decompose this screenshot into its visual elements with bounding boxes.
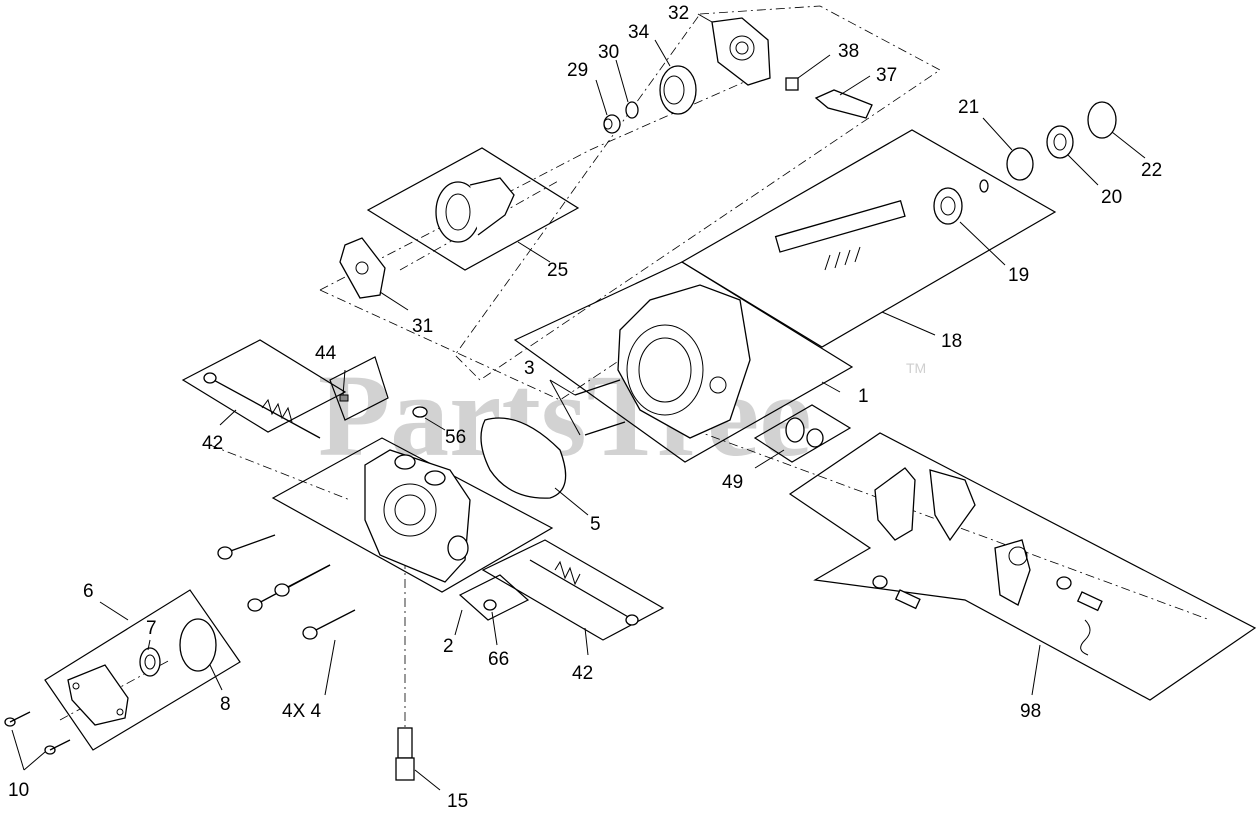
part-25-cylinder-block (435, 177, 515, 243)
callout-6: 6 (83, 581, 94, 602)
box-98 (788, 432, 1257, 701)
callout-66: 66 (488, 649, 509, 670)
part-22-snap-ring (1087, 101, 1117, 139)
box-6 (44, 589, 241, 751)
callout-8: 8 (220, 694, 231, 715)
box-42-upper (181, 339, 347, 433)
callout-44: 44 (315, 343, 337, 364)
callout-30: 30 (598, 42, 619, 63)
part-30-ring (625, 101, 639, 119)
callout-1: 1 (858, 386, 869, 407)
callout-19: 19 (1008, 265, 1029, 286)
callout-98: 98 (1020, 701, 1041, 722)
part-31-plate (339, 237, 386, 299)
part-1-housing (617, 284, 751, 439)
callout-10: 10 (8, 780, 29, 801)
part-10-screws (4, 711, 71, 755)
leader-lines (11, 13, 1146, 791)
callout-42-upper: 42 (202, 433, 223, 454)
part-42-lower-relief (529, 559, 639, 626)
callout-3: 3 (524, 358, 535, 379)
callout-15: 15 (447, 791, 468, 812)
part-20-seal (1046, 125, 1074, 159)
box-25 (366, 147, 580, 271)
box-18 (680, 129, 1057, 348)
box-44 (329, 356, 389, 421)
part-7-gerotor (139, 647, 161, 677)
callout-2: 2 (443, 636, 454, 657)
group-boxes (44, 129, 1257, 751)
part-8-oring (179, 618, 217, 672)
box-1 (513, 261, 854, 463)
part-5-gasket (480, 417, 567, 499)
part-29-spring (603, 114, 621, 134)
callout-4: 4X 4 (282, 701, 322, 722)
part-37-lever (814, 89, 873, 119)
part-6-pump-cover (67, 664, 129, 726)
part-34-seal (659, 65, 697, 115)
part-32-bracket (711, 17, 771, 86)
center-lines (59, 5, 1211, 730)
callout-37: 37 (876, 65, 897, 86)
box-66 (458, 574, 530, 621)
part-98-linkage (872, 467, 1103, 656)
callout-20: 20 (1101, 187, 1122, 208)
part-18-shaft (774, 199, 906, 271)
part-42-upper-relief (203, 372, 321, 439)
part-2-center-section (364, 449, 471, 583)
callout-25: 25 (547, 260, 568, 281)
callout-29: 29 (567, 60, 588, 81)
callout-32: 32 (668, 3, 689, 24)
part-19-bearing (933, 179, 989, 225)
watermark-trademark: TM (906, 360, 926, 376)
part-3-pins (574, 379, 626, 436)
callout-22: 22 (1141, 160, 1162, 181)
callout-5: 5 (590, 514, 601, 535)
part-15-fitting (395, 727, 415, 781)
callout-34: 34 (628, 22, 650, 43)
callout-21: 21 (958, 97, 979, 118)
callout-49: 49 (722, 472, 743, 493)
callout-31: 31 (412, 316, 433, 337)
part-21-ring (1006, 147, 1034, 181)
callout-7: 7 (146, 618, 157, 639)
part-56-plug (412, 406, 428, 418)
callout-56: 56 (445, 427, 466, 448)
part-49-seal (785, 417, 824, 448)
callout-18: 18 (941, 331, 962, 352)
callout-labels: 1 2 3 4X 4 5 6 7 8 10 15 18 19 20 21 22 … (8, 3, 1162, 812)
box-49 (753, 404, 852, 463)
part-4-bolts (217, 534, 356, 640)
box-42-lower (481, 539, 665, 641)
box-2 (271, 437, 554, 593)
part-44-filter (339, 394, 349, 402)
callout-42-lower: 42 (572, 663, 593, 684)
part-66-screw (483, 599, 497, 611)
callout-38: 38 (838, 41, 859, 62)
part-38-key (785, 77, 799, 91)
